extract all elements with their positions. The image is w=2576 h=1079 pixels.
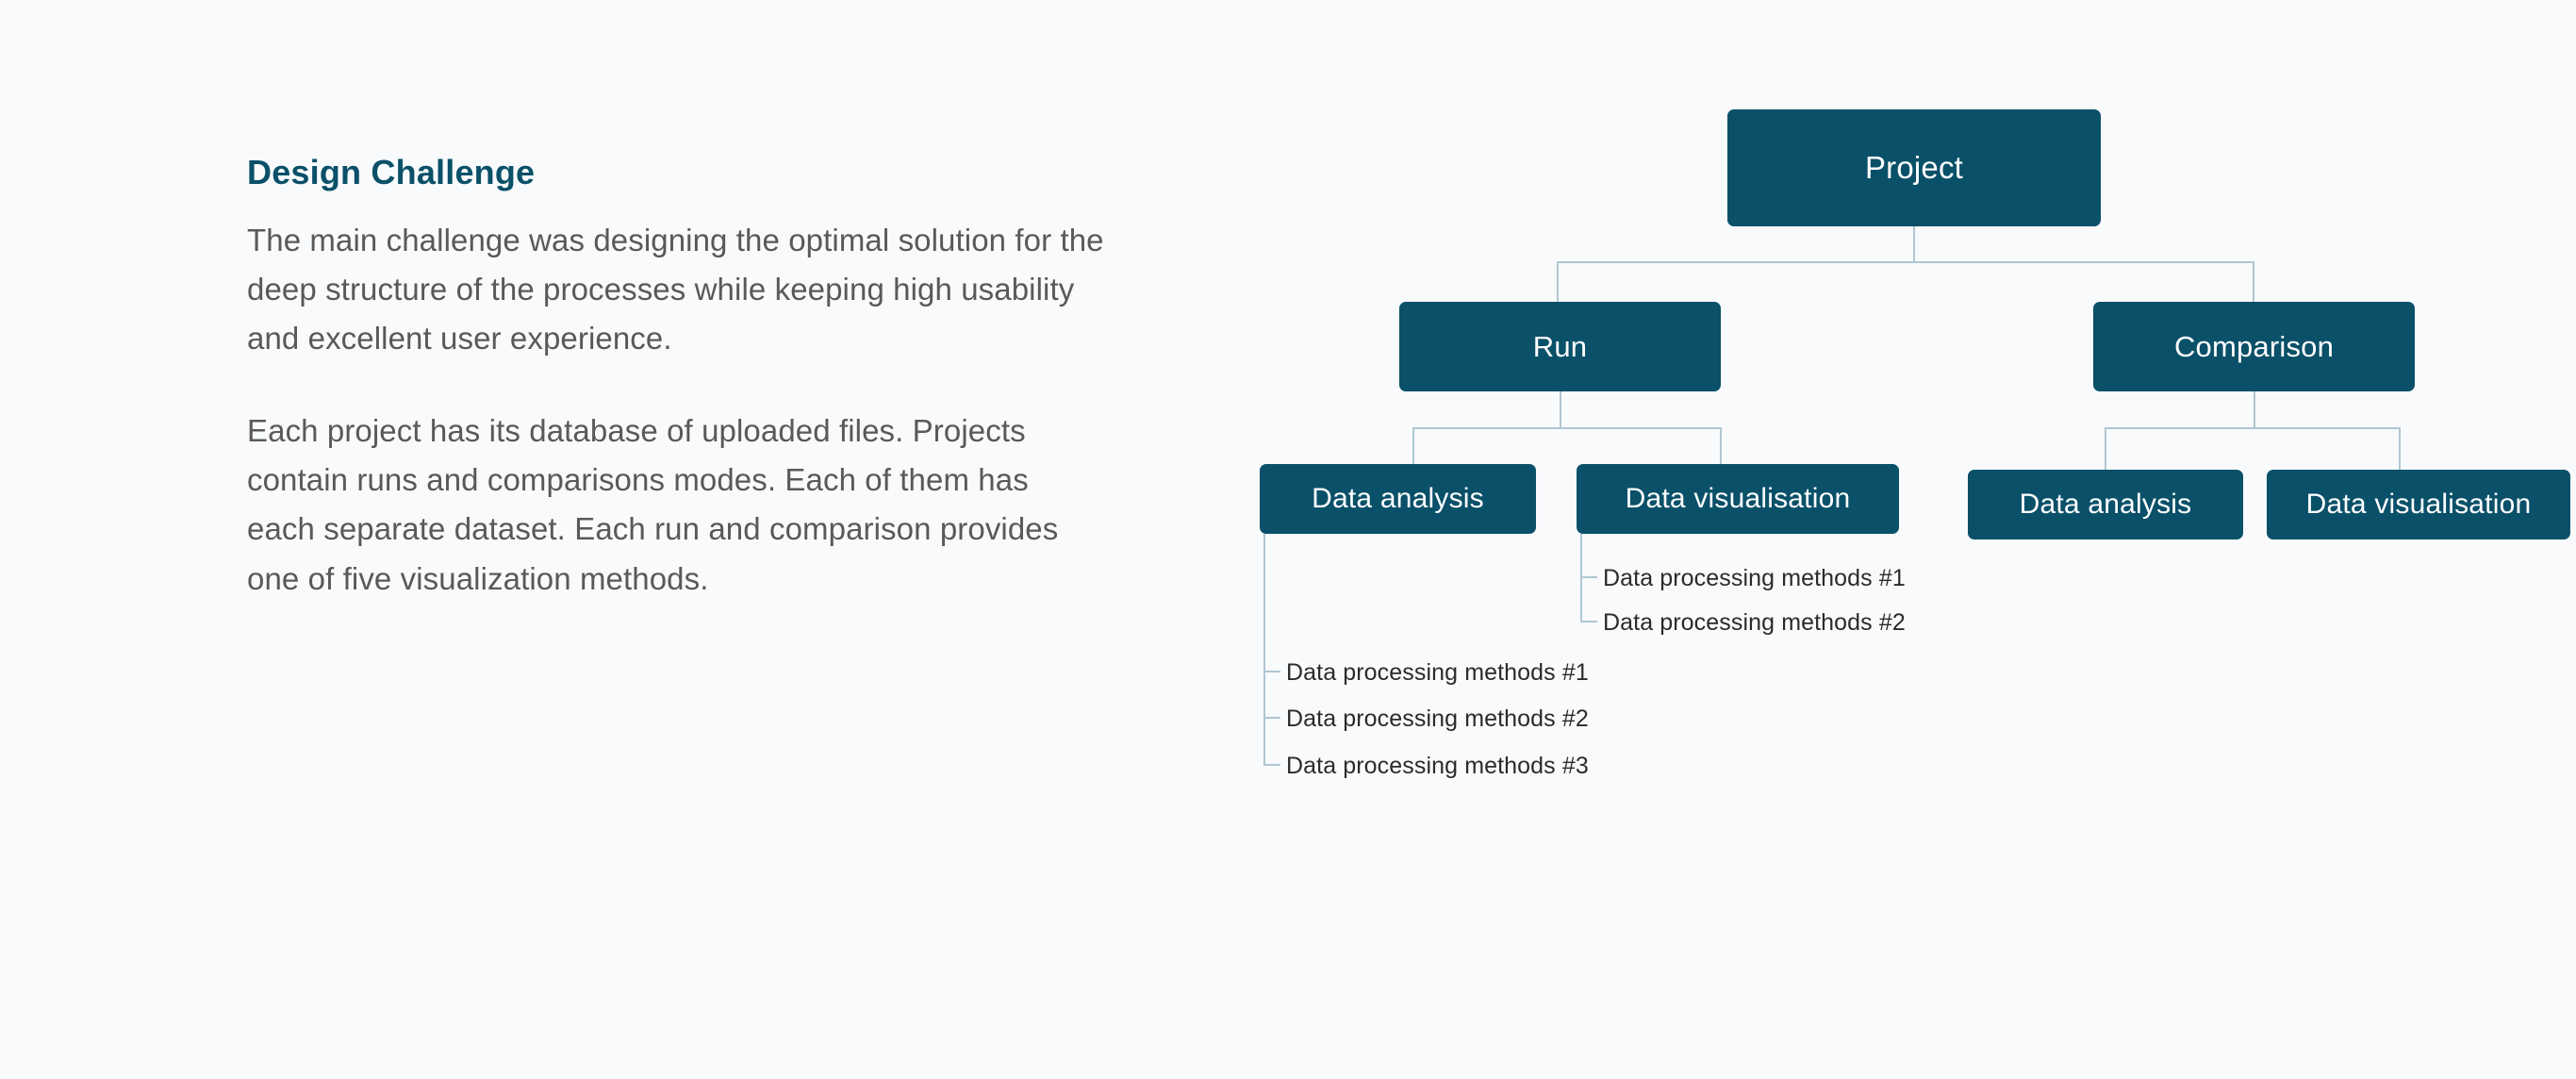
edge-run-da-leaf-3 [1263,764,1280,766]
paragraph-2: Each project has its database of uploade… [247,413,1059,596]
edge-run-to-data-visualisation [1720,427,1722,465]
paragraph-1: The main challenge was designing the opt… [247,222,1104,357]
edge-run-children-bus [1412,427,1722,429]
node-run-data-analysis[interactable]: Data analysis [1260,464,1536,534]
node-comparison-data-analysis[interactable]: Data analysis [1968,470,2243,540]
leaf-run-dv-1: Data processing methods #1 [1603,565,1906,591]
edge-run-dv-leaf-2 [1580,621,1597,622]
edge-comparison-to-data-analysis [2105,427,2106,470]
node-comparison-data-visualisation[interactable]: Data visualisation [2267,470,2570,540]
leaf-run-da-3: Data processing methods #3 [1286,753,1589,779]
edge-run-da-trunk [1263,534,1265,765]
edge-run-da-leaf-2 [1263,717,1280,719]
node-comparison[interactable]: Comparison [2093,302,2415,391]
edge-run-da-leaf-1 [1263,671,1280,672]
edge-run-down [1560,391,1561,428]
edge-level2-bus [1557,261,2254,263]
edge-comparison-to-data-visualisation [2399,427,2401,470]
node-project[interactable]: Project [1727,109,2101,226]
page-title: Design Challenge [247,153,536,191]
edge-bus-to-comparison [2253,261,2254,303]
leaf-run-dv-2: Data processing methods #2 [1603,609,1906,636]
node-run-data-visualisation[interactable]: Data visualisation [1577,464,1899,534]
leaf-run-da-1: Data processing methods #1 [1286,659,1589,686]
edge-run-dv-leaf-1 [1580,576,1597,578]
edge-project-down [1913,226,1915,262]
design-challenge-panel: Design Challenge The main challenge was … [247,151,1105,604]
leaf-run-da-2: Data processing methods #2 [1286,706,1589,732]
node-run[interactable]: Run [1399,302,1721,391]
edge-run-to-data-analysis [1412,427,1414,465]
edge-bus-to-run [1557,261,1559,303]
edge-comparison-children-bus [2105,427,2401,429]
edge-comparison-down [2254,391,2255,428]
